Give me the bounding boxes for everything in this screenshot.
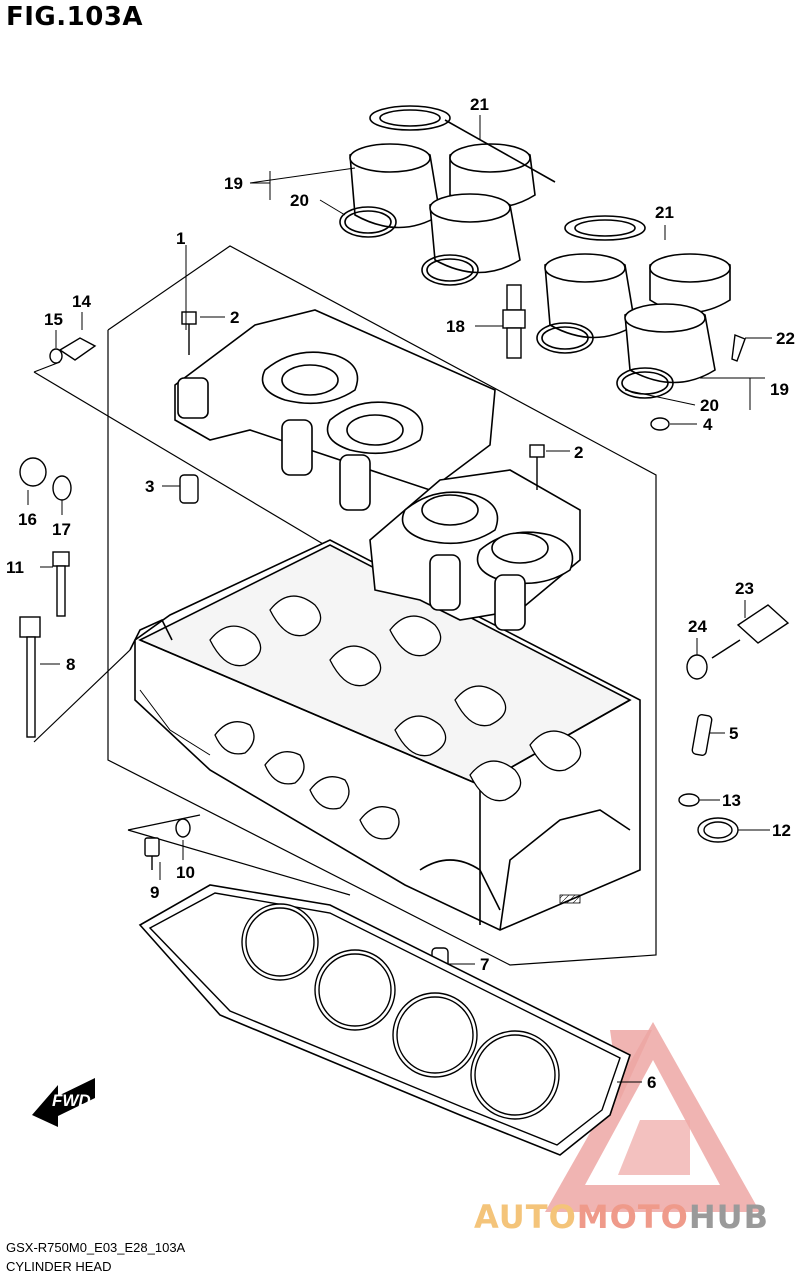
cylinder-head[interactable]	[129, 539, 641, 931]
intake-manifold-right[interactable]	[369, 469, 581, 631]
head-gasket[interactable]	[138, 884, 631, 1156]
callout-16: 16	[18, 510, 37, 529]
callout-10: 10	[176, 863, 195, 882]
callout-19-right: 19	[770, 380, 789, 399]
callout-15: 15	[44, 310, 63, 329]
intake-manifold-left[interactable]	[174, 309, 496, 511]
callout-2-left: 2	[230, 308, 239, 327]
callout-20-right: 20	[700, 396, 719, 415]
intake-boot-left-pair[interactable]	[349, 105, 556, 274]
intake-boot-right-pair[interactable]	[544, 215, 731, 384]
figure-title: FIG.103A	[6, 2, 144, 32]
fwd-arrow-icon: FWD	[32, 1078, 95, 1127]
section-name: CYLINDER HEAD	[6, 1259, 112, 1274]
callout-3: 3	[145, 477, 154, 496]
callout-2-right: 2	[574, 443, 583, 462]
brand-part-hub: HUB	[688, 1198, 770, 1236]
callout-14: 14	[72, 292, 91, 311]
callout-23: 23	[735, 579, 754, 598]
callout-1: 1	[176, 229, 185, 248]
callout-19-left: 19	[224, 174, 243, 193]
callout-7: 7	[480, 955, 489, 974]
small-parts[interactable]	[19, 284, 790, 973]
fwd-label: FWD	[52, 1091, 91, 1110]
callout-5: 5	[729, 724, 738, 743]
callout-11: 11	[6, 558, 24, 577]
brand-part-auto: AUTO	[474, 1198, 577, 1236]
callout-12: 12	[772, 821, 791, 840]
callout-4: 4	[703, 415, 713, 434]
cylinder-head-assembly-frame	[33, 245, 657, 966]
callout-labels: 1 2 2 3 4 5 6 7 8 9 10 11 12 13 14 15 16…	[6, 95, 795, 1092]
callout-24: 24	[688, 617, 707, 636]
callout-9: 9	[150, 883, 159, 902]
leader-lines	[27, 115, 772, 1083]
callout-6: 6	[647, 1073, 656, 1092]
callout-22: 22	[776, 329, 795, 348]
model-code: GSX-R750M0_E03_E28_103A	[6, 1240, 186, 1255]
callout-20-left: 20	[290, 191, 309, 210]
callout-21-left: 21	[470, 95, 489, 114]
brand-part-moto: MOTO	[576, 1198, 689, 1236]
callout-21-right: 21	[655, 203, 674, 222]
callout-18: 18	[446, 317, 465, 336]
callout-8: 8	[66, 655, 75, 674]
watermark-brand: AUTOMOTOHUB	[474, 1198, 769, 1236]
callout-17: 17	[52, 520, 71, 539]
o-ring-group[interactable]	[339, 206, 674, 399]
callout-13: 13	[722, 791, 741, 810]
